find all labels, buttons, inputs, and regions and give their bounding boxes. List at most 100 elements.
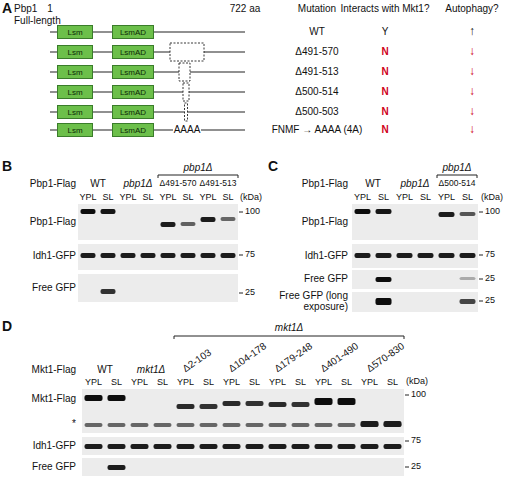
protein-band: [108, 465, 126, 470]
figure-label: 722 aa: [230, 3, 261, 15]
figure-label: (kDa): [481, 192, 503, 202]
protein-band: [460, 299, 476, 304]
figure-label: pbp1Δ: [443, 162, 472, 174]
blot-membrane: [82, 389, 404, 433]
figure-label: mkt1Δ: [275, 322, 303, 334]
protein-band: [292, 444, 310, 449]
blot-membrane: [352, 270, 478, 289]
figure-label: Free GFP: [32, 461, 76, 473]
protein-band: [460, 253, 476, 258]
figure-label: (kDa): [240, 192, 262, 202]
figure-label: pbp1Δ: [184, 162, 213, 174]
figure-label: Free GFP: [304, 273, 348, 285]
group-bracket: [238, 175, 239, 178]
protein-band: [177, 404, 195, 409]
protein-band: [338, 444, 356, 449]
protein-band: [200, 444, 218, 449]
protein-band: [418, 253, 434, 258]
domain-name: LsmAD: [120, 126, 146, 135]
figure-label: Pbp1: [14, 3, 37, 15]
figure-label: (kDa): [406, 376, 428, 386]
marker-tick: [479, 301, 483, 302]
group-bracket: [174, 336, 175, 339]
protein-band: [85, 395, 103, 401]
protein-band: [460, 277, 476, 280]
protein-band: [161, 222, 176, 227]
figure-label: N: [381, 106, 388, 118]
figure-label: 25: [485, 295, 495, 305]
figure-label: mkt1Δ: [137, 364, 165, 376]
figure-label: N: [381, 124, 388, 136]
figure-label: YPL: [79, 192, 96, 202]
figure-label: SL: [111, 377, 122, 387]
figure-label: SL: [142, 192, 153, 202]
domain-name: LsmAD: [120, 48, 146, 57]
figure-label: SL: [102, 192, 113, 202]
figure-label: Δ570-830: [364, 340, 406, 374]
figure-label: *: [72, 418, 76, 430]
figure-label: Δ491-513: [200, 179, 237, 189]
figure-label: Δ491-570: [295, 46, 338, 58]
domain-name: LsmAD: [120, 68, 146, 77]
protein-band: [269, 444, 287, 449]
protein-band: [85, 423, 103, 427]
figure-label: ↓: [469, 105, 475, 119]
figure-label: Δ500-514: [439, 179, 476, 189]
protein-band: [121, 253, 136, 258]
figure-label: 25: [411, 461, 421, 471]
protein-band: [221, 253, 236, 258]
blot-membrane: [352, 292, 478, 312]
domain-box: Lsm: [57, 45, 93, 59]
figure-label: YPL: [438, 192, 455, 202]
marker-tick: [239, 293, 243, 294]
protein-band: [201, 253, 216, 258]
domain-name: LsmAD: [120, 88, 146, 97]
figure-label: SL: [420, 192, 431, 202]
protein-band: [376, 298, 392, 305]
figure-label: WT: [309, 26, 325, 38]
figure-label: Δ104-178: [226, 340, 268, 374]
protein-band: [246, 423, 264, 427]
protein-band: [101, 209, 116, 214]
deletion-box: [183, 83, 189, 101]
domain-box: LsmAD: [112, 105, 154, 119]
deletion-box: [185, 103, 188, 121]
protein-band: [131, 444, 149, 449]
protein-band: [292, 423, 310, 427]
protein-band: [246, 444, 264, 449]
marker-tick: [239, 212, 243, 213]
figure-label: Δ2-103: [180, 347, 213, 375]
blot-membrane: [82, 437, 404, 455]
figure-label: YPL: [177, 377, 194, 387]
marker-tick: [479, 212, 483, 213]
blot-membrane: [82, 458, 404, 476]
figure-label: WT: [365, 178, 381, 190]
figure-label: Idh1-GFP: [305, 250, 348, 262]
domain-name: Lsm: [67, 88, 82, 97]
group-bracket: [477, 175, 478, 178]
figure-label: YPL: [159, 192, 176, 202]
protein-band: [177, 444, 195, 449]
protein-band: [81, 253, 96, 258]
figure-label: Δ491-513: [295, 66, 338, 78]
blot-membrane: [352, 204, 478, 240]
figure-label: Pbp1-Flag: [30, 216, 76, 228]
domain-name: LsmAD: [120, 28, 146, 37]
protein-band: [161, 253, 176, 258]
figure-label: Interacts with Mkt1?: [341, 3, 430, 15]
protein-band: [361, 421, 379, 427]
protein-band: [376, 209, 392, 214]
figure-label: 75: [411, 435, 421, 445]
figure-label: 25: [245, 287, 255, 297]
domain-box: LsmAD: [112, 25, 154, 39]
marker-tick: [405, 467, 409, 468]
figure-label: SL: [462, 192, 473, 202]
marker-tick: [479, 279, 483, 280]
blot-membrane: [78, 274, 238, 302]
protein-band: [338, 398, 356, 405]
protein-band: [223, 444, 241, 449]
figure-label: Free GFP (long exposure): [274, 290, 348, 312]
figure-label: YPL: [315, 377, 332, 387]
figure-label: Δ401-490: [318, 340, 360, 374]
